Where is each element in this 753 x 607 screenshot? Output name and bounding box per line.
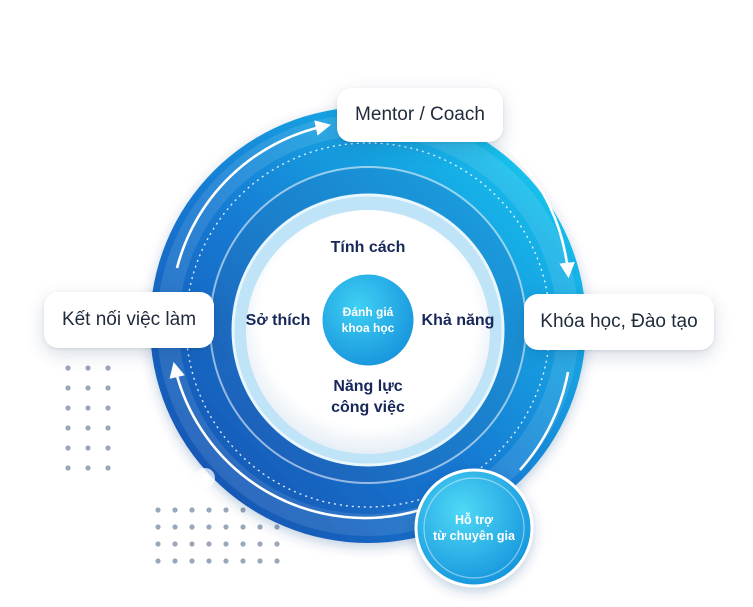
decor-dot bbox=[223, 507, 229, 513]
decor-dot bbox=[155, 558, 161, 564]
decor-dot bbox=[223, 541, 229, 547]
decor-dot bbox=[65, 445, 71, 451]
dot-grid-left bbox=[65, 365, 111, 471]
label-khoa-hoc-text: Khóa học, Đào tạo bbox=[540, 311, 698, 332]
decor-dot bbox=[85, 405, 91, 411]
decor-dot bbox=[274, 558, 280, 564]
decor-dot bbox=[240, 507, 246, 513]
decor-dot bbox=[172, 507, 178, 513]
decor-dot bbox=[257, 524, 263, 530]
label-ket-noi-viec-lam: Kết nối việc làm bbox=[44, 292, 214, 348]
decor-dot bbox=[65, 365, 71, 371]
inner-label-kha-nang: Khả năng bbox=[421, 312, 495, 329]
decor-dot bbox=[85, 465, 91, 471]
support-badge-line2: từ chuyên gia bbox=[433, 529, 515, 543]
inner-label-nang-luc-line1: Năng lực bbox=[333, 378, 403, 395]
sparkle-core bbox=[201, 474, 209, 482]
decor-dot bbox=[85, 425, 91, 431]
decor-dot bbox=[223, 558, 229, 564]
decor-dot bbox=[85, 365, 91, 371]
center-label: Đánh giá khoa học bbox=[328, 304, 408, 336]
label-mentor-coach: Mentor / Coach bbox=[337, 88, 503, 142]
decor-dot bbox=[155, 524, 161, 530]
sparkle-top bbox=[531, 139, 549, 157]
center-label-line2: khoa học bbox=[341, 321, 395, 335]
inner-label-so-thich: Sở thích bbox=[245, 312, 311, 329]
decor-dot bbox=[65, 425, 71, 431]
label-ket-noi-text: Kết nối việc làm bbox=[61, 309, 197, 330]
decor-dot bbox=[85, 445, 91, 451]
arrow-top-to-right bbox=[509, 149, 575, 279]
decor-dot bbox=[105, 425, 111, 431]
decor-dot bbox=[189, 541, 195, 547]
arrow-left-to-top bbox=[175, 120, 332, 269]
decor-dot bbox=[172, 541, 178, 547]
decor-dot bbox=[257, 541, 263, 547]
decor-dot bbox=[105, 445, 111, 451]
decor-dot bbox=[223, 524, 229, 530]
decor-dot bbox=[189, 558, 195, 564]
decor-dot bbox=[65, 465, 71, 471]
decor-dot bbox=[105, 465, 111, 471]
decor-dot bbox=[155, 541, 161, 547]
decor-dot bbox=[155, 507, 161, 513]
decor-dot bbox=[206, 507, 212, 513]
support-badge bbox=[414, 468, 534, 588]
decor-dot bbox=[189, 524, 195, 530]
decor-dot bbox=[206, 541, 212, 547]
center-circle bbox=[319, 271, 417, 369]
decor-dot bbox=[274, 524, 280, 530]
decor-dot bbox=[65, 405, 71, 411]
center-label-line1: Đánh giá bbox=[342, 305, 394, 319]
decor-dot bbox=[105, 405, 111, 411]
inner-label-nang-luc: Năng lực công việc bbox=[308, 376, 428, 418]
decor-dot bbox=[257, 558, 263, 564]
decor-dot bbox=[172, 558, 178, 564]
decor-dot bbox=[240, 558, 246, 564]
decor-dot bbox=[105, 385, 111, 391]
decor-dot bbox=[274, 541, 280, 547]
support-badge-line1: Hỗ trợ bbox=[454, 513, 494, 527]
decor-dot bbox=[189, 507, 195, 513]
decor-dot bbox=[240, 541, 246, 547]
decor-dot bbox=[206, 524, 212, 530]
arrow-right-down bbox=[519, 371, 570, 471]
support-badge-rim bbox=[423, 477, 525, 579]
decor-dot bbox=[206, 558, 212, 564]
arrow-bottom-to-left bbox=[169, 361, 421, 520]
decor-dot bbox=[65, 385, 71, 391]
inner-label-nang-luc-line2: công việc bbox=[331, 399, 405, 416]
decor-dot bbox=[172, 524, 178, 530]
decor-dot bbox=[105, 365, 111, 371]
decor-dot bbox=[85, 385, 91, 391]
label-mentor-coach-text: Mentor / Coach bbox=[355, 104, 485, 125]
support-badge-label: Hỗ trợ từ chuyên gia bbox=[419, 512, 529, 544]
decor-dot bbox=[240, 524, 246, 530]
inner-label-tinh-cach: Tính cách bbox=[330, 239, 406, 256]
dot-grid-bottom bbox=[155, 507, 280, 564]
label-khoa-hoc: Khóa học, Đào tạo bbox=[524, 294, 714, 350]
